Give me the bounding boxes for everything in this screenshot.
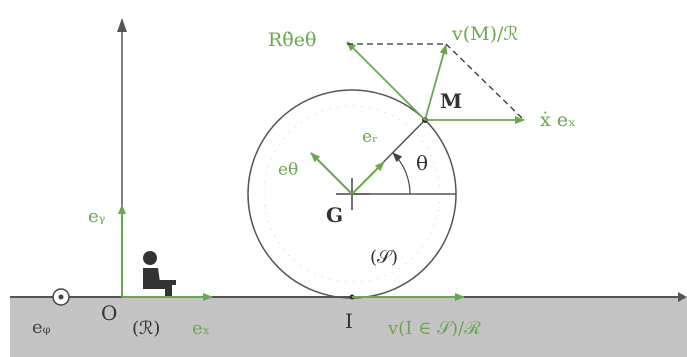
solid-label: (𝒮) [370, 247, 398, 268]
r-theta-dot-label: Rθ̇eθ [268, 29, 316, 51]
out-of-plane-circle-icon [52, 288, 70, 306]
center-label: G [326, 203, 343, 227]
ey-label: eᵧ [88, 206, 106, 227]
theta-arc [392, 152, 411, 195]
etheta-label: eθ [278, 160, 298, 180]
x-dot-label: ẋ eₓ [540, 109, 576, 131]
ex-label: eₓ [192, 318, 210, 339]
contact-label: I [345, 309, 353, 333]
theta-label: θ [416, 151, 428, 175]
point-m-label: M [440, 89, 462, 113]
y-axis-arrowhead [117, 18, 127, 32]
construction-dash-diag [445, 43, 525, 121]
origin-label: O [101, 301, 117, 325]
r-theta-dot-vector [346, 41, 426, 121]
frame-label: (ℛ) [132, 318, 160, 339]
v-i-label: v(I ∈ 𝒮)/ℛ [387, 318, 481, 339]
er-unit-vector [351, 161, 385, 195]
x-axis-arrowhead [678, 292, 687, 302]
seated-observer-icon [143, 251, 176, 296]
ground [10, 297, 687, 357]
ez-label: eᵩ [32, 317, 51, 338]
etheta-unit-vector [310, 152, 353, 195]
v-m-vector [424, 44, 448, 121]
er-label: eᵣ [362, 127, 378, 147]
v-m-label: v(M)/ℛ [451, 23, 519, 45]
